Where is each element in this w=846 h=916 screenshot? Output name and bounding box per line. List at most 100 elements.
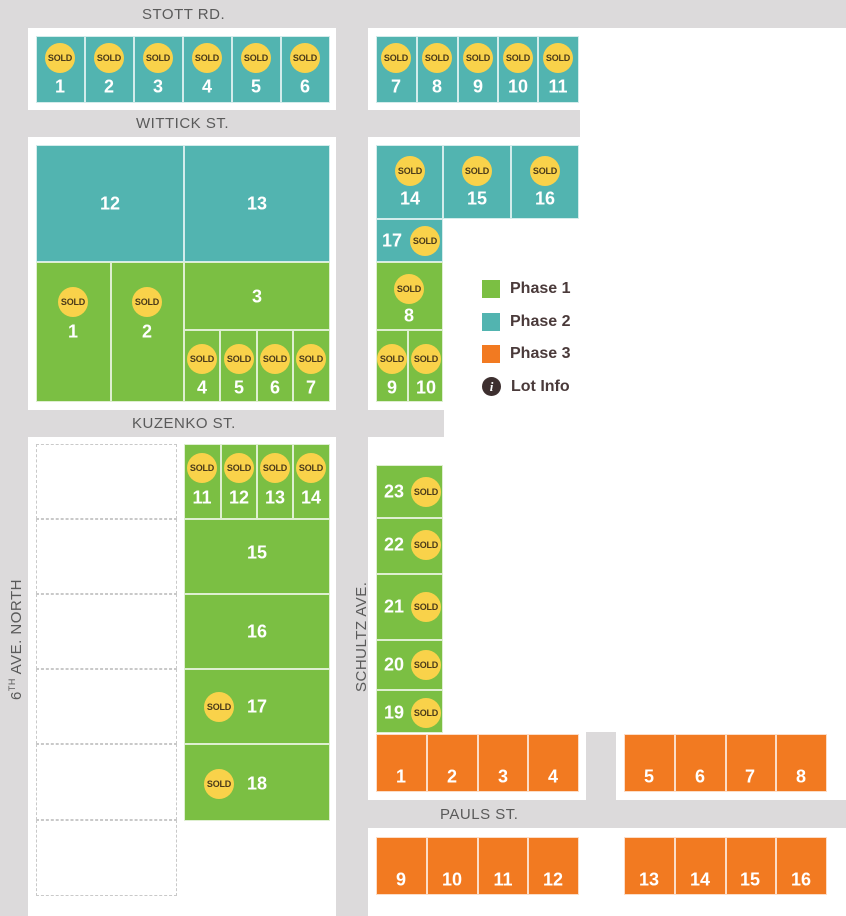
lot-wittick-west-large-13[interactable] (184, 145, 330, 262)
lot-number: 13 (638, 869, 660, 890)
lot-number: 4 (196, 377, 208, 398)
lot-number: 3 (152, 76, 164, 97)
lot-number: 7 (744, 766, 756, 787)
lot-number: 12 (99, 193, 121, 214)
lot-number: 5 (643, 766, 655, 787)
sold-badge: SOLD (463, 43, 493, 73)
sold-badge: SOLD (260, 453, 290, 483)
lot-number: 6 (269, 377, 281, 398)
lot-number: 11 (493, 869, 513, 890)
lot-number: 10 (415, 377, 437, 398)
sold-badge: SOLD (377, 344, 407, 374)
lot-number: 14 (689, 869, 711, 890)
sold-badge: SOLD (224, 453, 254, 483)
empty-lot (36, 594, 177, 669)
lot-number: 4 (201, 76, 213, 97)
lot-pauls-north-5[interactable] (624, 734, 675, 792)
lot-number: 20 (383, 654, 405, 675)
info-icon: i (482, 377, 501, 396)
legend-phase1[interactable]: Phase 1 (482, 280, 570, 298)
street-label-pauls: PAULS ST. (440, 806, 519, 823)
lot-number: 15 (739, 869, 761, 890)
lot-number: 2 (141, 321, 153, 342)
lot-pauls-north-8[interactable] (776, 734, 827, 792)
sold-badge: SOLD (422, 43, 452, 73)
lot-number: 7 (390, 76, 402, 97)
lot-wittick-west-green-2[interactable] (111, 262, 184, 402)
sold-badge: SOLD (462, 156, 492, 186)
sold-badge: SOLD (411, 530, 441, 560)
lot-number: 5 (250, 76, 262, 97)
legend-phase3[interactable]: Phase 3 (482, 345, 570, 363)
lot-number: 1 (67, 321, 79, 342)
lot-pauls-north-6[interactable] (675, 734, 726, 792)
lot-kuzenko-west-16[interactable] (184, 594, 330, 669)
empty-lot (36, 519, 177, 594)
legend-label-phase3: Phase 3 (510, 345, 571, 362)
lot-pauls-south-10[interactable] (427, 837, 478, 895)
lot-pauls-south-16[interactable] (776, 837, 827, 895)
sold-badge: SOLD (296, 344, 326, 374)
sold-badge: SOLD (241, 43, 271, 73)
lot-kuzenko-west-15[interactable] (184, 519, 330, 594)
street-label-wittick: WITTICK ST. (136, 115, 229, 132)
sold-badge: SOLD (411, 592, 441, 622)
lot-number: 9 (386, 377, 398, 398)
sold-badge: SOLD (395, 156, 425, 186)
legend-swatch-phase3 (482, 345, 500, 363)
sold-badge: SOLD (143, 43, 173, 73)
lot-number: 16 (534, 188, 556, 209)
lot-number: 15 (246, 542, 268, 563)
sold-badge: SOLD (394, 274, 424, 304)
legend-lot-info[interactable]: i Lot Info (482, 377, 570, 396)
sold-badge: SOLD (187, 344, 217, 374)
lot-pauls-south-11[interactable] (478, 837, 528, 895)
lot-pauls-south-13[interactable] (624, 837, 675, 895)
lot-number: 13 (246, 193, 268, 214)
lot-pauls-south-14[interactable] (675, 837, 726, 895)
sold-badge: SOLD (296, 453, 326, 483)
lot-number: 1 (54, 76, 66, 97)
lot-number: 10 (441, 869, 463, 890)
lot-pauls-north-3[interactable] (478, 734, 528, 792)
sold-badge: SOLD (411, 650, 441, 680)
lot-number: 12 (228, 487, 250, 508)
sold-badge: SOLD (187, 453, 217, 483)
lot-wittick-west-green-3[interactable] (184, 262, 330, 330)
street-label-schultz: SCHULTZ AVE. (353, 581, 370, 692)
lot-number: 6 (299, 76, 311, 97)
lot-number: 10 (507, 76, 529, 97)
street-label-6th-ave: 6TH AVE. NORTH (7, 579, 25, 700)
sold-badge: SOLD (410, 226, 440, 256)
lot-pauls-south-15[interactable] (726, 837, 776, 895)
legend-swatch-phase2 (482, 313, 500, 331)
lot-pauls-north-1[interactable] (376, 734, 427, 792)
lot-number: 3 (497, 766, 509, 787)
lot-wittick-west-large-12[interactable] (36, 145, 184, 262)
lot-pauls-north-7[interactable] (726, 734, 776, 792)
lot-number: 8 (431, 76, 443, 97)
sold-badge: SOLD (543, 43, 573, 73)
lot-number: 23 (383, 481, 405, 502)
lot-number: 13 (264, 487, 286, 508)
lot-number: 7 (305, 377, 317, 398)
lot-number: 14 (300, 487, 322, 508)
sold-badge: SOLD (224, 344, 254, 374)
lot-number: 18 (246, 773, 268, 794)
sold-badge: SOLD (58, 287, 88, 317)
lot-number: 3 (251, 286, 263, 307)
lot-number: 16 (790, 869, 812, 890)
lot-pauls-south-12[interactable] (528, 837, 579, 895)
lot-wittick-west-green-1[interactable] (36, 262, 111, 402)
lot-pauls-south-9[interactable] (376, 837, 427, 895)
lot-pauls-north-2[interactable] (427, 734, 478, 792)
lot-pauls-north-4[interactable] (528, 734, 579, 792)
lot-number: 2 (103, 76, 115, 97)
legend-phase2[interactable]: Phase 2 (482, 313, 570, 331)
legend-label-lot-info: Lot Info (511, 377, 570, 395)
legend-label-phase1: Phase 1 (510, 280, 571, 297)
sold-badge: SOLD (290, 43, 320, 73)
sold-badge: SOLD (45, 43, 75, 73)
lot-number: 17 (381, 230, 403, 251)
empty-lot (36, 744, 177, 820)
